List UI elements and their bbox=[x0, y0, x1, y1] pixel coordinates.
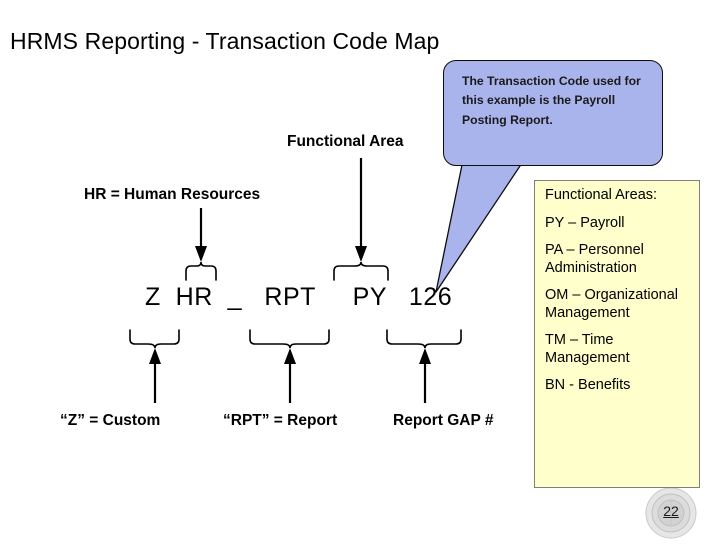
legend-item-tm: TM – Time Management bbox=[545, 332, 630, 366]
arrowhead-hr bbox=[195, 246, 207, 262]
brace-above-hr bbox=[185, 261, 217, 281]
legend-item-pa: PA – Personnel Administration bbox=[545, 242, 644, 276]
label-z-custom: “Z” = Custom bbox=[60, 412, 161, 429]
transaction-code-string: Z HR _ RPT PY 126 bbox=[145, 283, 453, 311]
label-rpt-report: “RPT” = Report bbox=[223, 412, 338, 429]
arrowhead-functional-area bbox=[355, 246, 367, 262]
university-seal-icon bbox=[645, 487, 697, 539]
legend-title: Functional Areas: bbox=[545, 187, 658, 203]
callout-tail bbox=[435, 159, 525, 293]
legend-item-bn: BN - Benefits bbox=[545, 377, 631, 393]
legend-item-py: PY – Payroll bbox=[545, 214, 625, 231]
arrowhead-z-custom bbox=[149, 348, 161, 364]
brace-above-py bbox=[333, 261, 389, 281]
label-hr-human-resources: HR = Human Resources bbox=[84, 186, 261, 203]
label-functional-area: Functional Area bbox=[287, 133, 404, 150]
arrowhead-rpt-report bbox=[284, 348, 296, 364]
callout-text: The Transaction Code used for this examp… bbox=[462, 74, 641, 127]
functional-areas-legend: Functional Areas: PY – Payroll PA – Pers… bbox=[534, 180, 700, 488]
brace-below-rpt bbox=[249, 329, 330, 349]
arrowhead-report-gap bbox=[419, 348, 431, 364]
callout-bubble: The Transaction Code used for this examp… bbox=[443, 60, 663, 166]
brace-below-126 bbox=[386, 329, 462, 349]
label-report-gap: Report GAP # bbox=[393, 412, 494, 429]
legend-list: Functional Areas: PY – Payroll PA – Pers… bbox=[545, 187, 695, 405]
page-title: HRMS Reporting - Transaction Code Map bbox=[10, 28, 440, 54]
page-number: 22 bbox=[663, 503, 679, 519]
legend-item-om: OM – Organizational Management bbox=[545, 287, 678, 321]
brace-below-z bbox=[129, 329, 180, 349]
